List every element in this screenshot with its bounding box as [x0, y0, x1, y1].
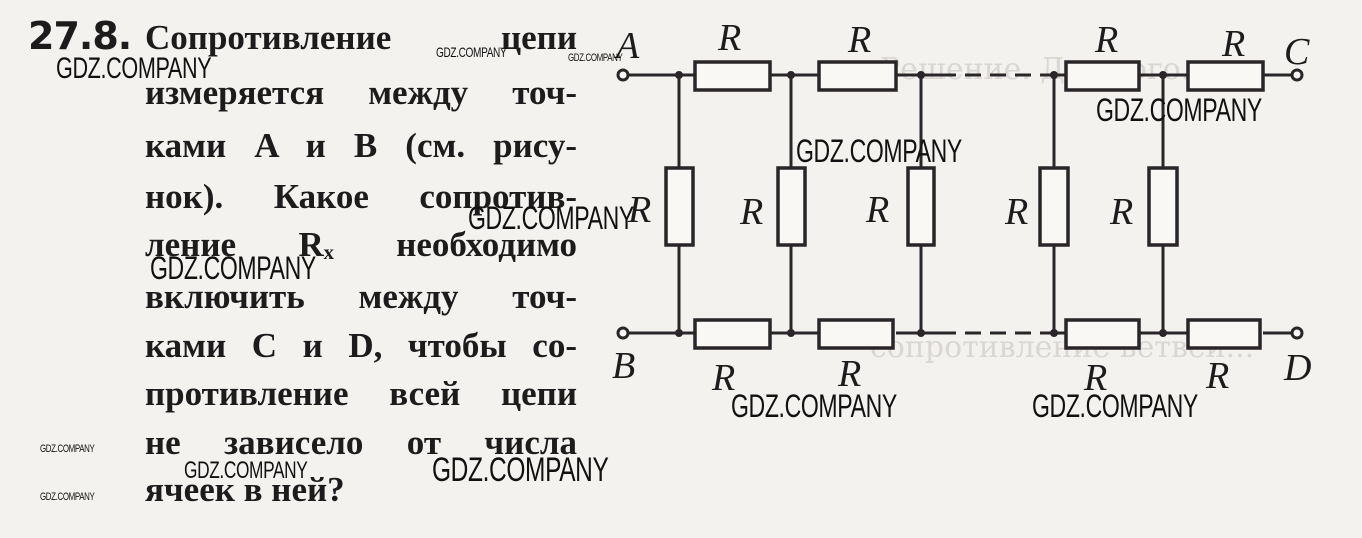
terminal-label-a: A: [613, 25, 640, 67]
node-dot: [1050, 71, 1058, 79]
problem-text-line: ячеек в ней?: [145, 470, 345, 509]
terminal-label-d: D: [1283, 347, 1311, 389]
resistor: [693, 60, 772, 92]
problem-text-line: нок). Какое сопротив-: [145, 177, 577, 216]
resistor-label: R: [1094, 19, 1118, 61]
resistor-label: R: [847, 19, 871, 61]
resistor: [693, 318, 772, 350]
watermark: GDZ.COMPANY: [56, 52, 212, 85]
resistor: [906, 166, 936, 247]
resistor: [1038, 166, 1070, 247]
resistor-label: R: [1109, 191, 1133, 233]
problem-text-line: включить между точ-: [145, 277, 577, 316]
resistor: [817, 60, 898, 92]
node-dot: [787, 71, 795, 79]
resistor-label: R: [837, 353, 861, 395]
node-dot: [1159, 71, 1167, 79]
resistor-label: R: [1083, 357, 1107, 399]
resistor-label: R: [1004, 191, 1028, 233]
resistor-label: R: [865, 189, 889, 231]
resistor: [1186, 318, 1262, 350]
resistor-label: R: [711, 357, 735, 399]
problem-number: 27.8.: [28, 14, 132, 58]
watermark: GDZ.COMPANY: [184, 457, 308, 484]
problem-text-line: ление Rₓ необходимо: [145, 225, 577, 264]
terminal-b: [616, 326, 630, 340]
node-dot: [917, 329, 925, 337]
watermark: GDZ.COMPANY: [796, 133, 962, 169]
watermark: GDZ.COMPANY: [40, 491, 95, 503]
resistor-label: R: [717, 17, 741, 59]
terminal-label-c: C: [1284, 31, 1310, 73]
resistor-label: R: [1221, 23, 1245, 65]
resistor: [1147, 166, 1179, 247]
problem-text-line: ками A и B (см. рису-: [145, 126, 577, 165]
node-dot: [675, 329, 683, 337]
watermark: GDZ.COMPANY: [40, 443, 95, 455]
terminal-label-b: B: [612, 345, 635, 387]
watermark: GDZ.COMPANY: [468, 200, 634, 236]
node-dot: [675, 71, 683, 79]
terminal-d: [1290, 326, 1304, 340]
resistor: [1064, 60, 1141, 92]
resistor-label: R: [1205, 355, 1229, 397]
watermark: GDZ.COMPANY: [568, 52, 623, 64]
terminal-c: [1290, 68, 1304, 82]
terminal-a: [616, 68, 630, 82]
watermark: GDZ.COMPANY: [731, 388, 897, 424]
node-dot: [1050, 329, 1058, 337]
node-dot: [917, 71, 925, 79]
node-dot: [1159, 329, 1167, 337]
watermark: GDZ.COMPANY: [150, 250, 316, 286]
bleed-through-text: Решение. Для того...: [880, 52, 1210, 87]
watermark: GDZ.COMPANY: [436, 44, 507, 60]
watermark: GDZ.COMPANY: [1096, 92, 1262, 128]
resistor: [817, 318, 895, 350]
resistor: [776, 166, 807, 247]
resistor: [1064, 318, 1141, 350]
problem-text-line: ками C и D, чтобы со-: [145, 326, 577, 365]
problem-text-line: противление всей цепи: [145, 374, 577, 413]
resistor: [1186, 60, 1265, 92]
problem-text-line: измеряется между точ-: [145, 73, 577, 112]
watermark: GDZ.COMPANY: [432, 451, 609, 489]
resistor-label: R: [627, 189, 651, 231]
resistor: [664, 166, 695, 247]
problem-text-line: Сопротивление цепи: [145, 18, 577, 57]
node-dot: [787, 329, 795, 337]
resistor-label: R: [739, 191, 763, 233]
watermark: GDZ.COMPANY: [1032, 388, 1198, 424]
problem-text-line: не зависело от числа: [145, 423, 577, 462]
